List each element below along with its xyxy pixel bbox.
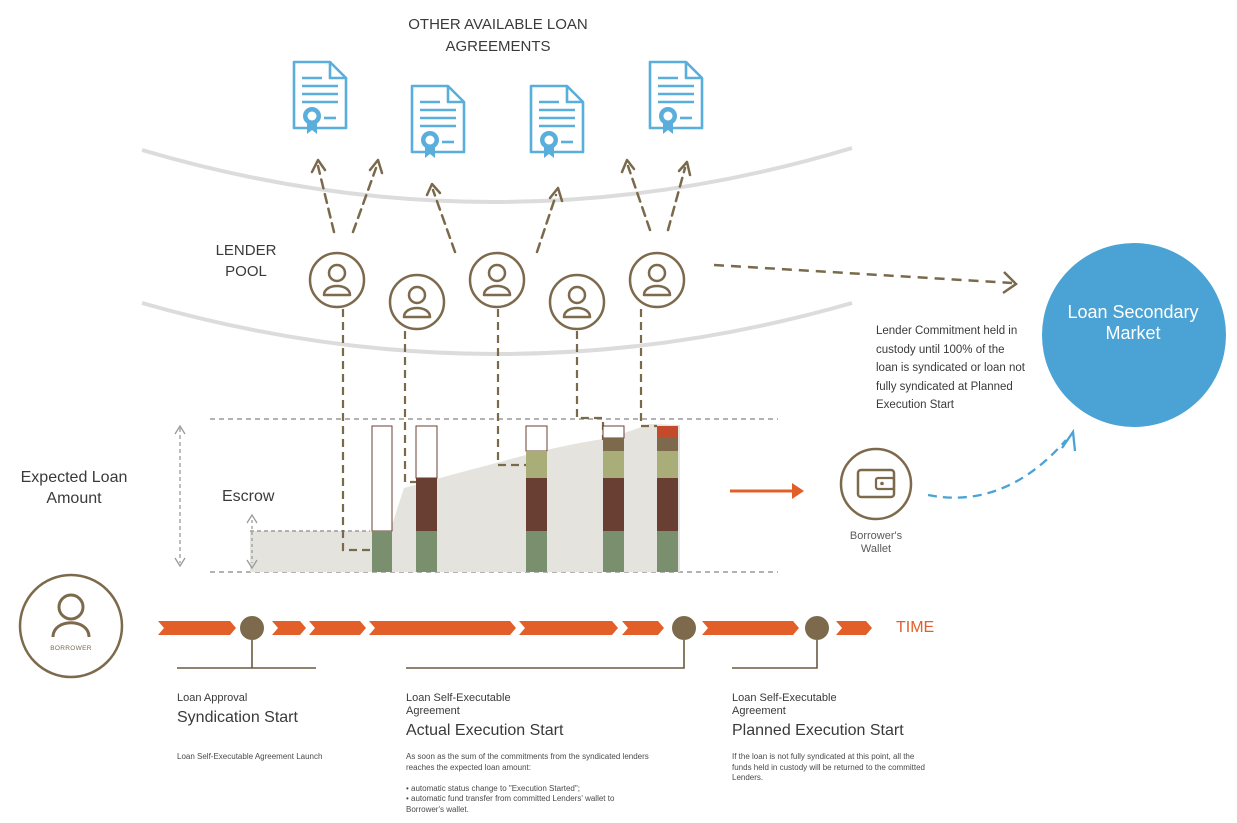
- commitment-bar-3: [525, 425, 548, 572]
- loan-agreement-doc-icon-1[interactable]: [292, 60, 348, 136]
- arrowheads-up: [310, 158, 692, 203]
- timeline-arrows: [158, 621, 872, 635]
- milestone-2-bullet-2: • automatic fund transfer from committed…: [406, 794, 615, 814]
- milestone-1-title: Syndication Start: [177, 709, 298, 726]
- escrow-range-arrow: [246, 513, 258, 570]
- milestone-dot-syndication[interactable]: [240, 616, 264, 640]
- milestone-brackets: [177, 640, 818, 669]
- time-label: TIME: [896, 619, 935, 636]
- transfer-arrowhead: [792, 483, 804, 499]
- expected-loan-amount-label: Expected Loan Amount: [20, 469, 128, 507]
- secondary-market-circle[interactable]: [1042, 243, 1226, 427]
- escrow-area: [250, 424, 680, 572]
- milestone-3-title: Planned Execution Start: [732, 722, 904, 739]
- wallet-icon[interactable]: [839, 447, 913, 521]
- milestone-dot-planned-execution[interactable]: [805, 616, 829, 640]
- loan-agreement-doc-icon-4[interactable]: [648, 60, 704, 136]
- wallet-to-market-arrow: [927, 439, 1067, 499]
- commitment-bar-1: [371, 425, 393, 572]
- custody-note: Lender Commitment held in custody until …: [876, 325, 1025, 411]
- lender-avatar-icon-1[interactable]: [308, 251, 366, 309]
- secondary-market-label: Loan Secondary Market: [1067, 302, 1199, 343]
- escrow-label: Escrow: [222, 488, 275, 505]
- milestone-3-kicker: Loan Self-Executable Agreement: [732, 692, 837, 717]
- lender-to-bar-connectors: [341, 309, 657, 552]
- pool-top-curve: [141, 146, 853, 204]
- lender-pool-label: LENDER POOL: [215, 242, 277, 280]
- expected-amount-range-arrow: [174, 424, 186, 568]
- commitment-bar-4: [602, 425, 625, 572]
- market-arrowhead: [1002, 271, 1018, 295]
- milestone-2-title: Actual Execution Start: [406, 722, 564, 739]
- borrower-icon[interactable]: [18, 573, 124, 679]
- milestone-3-description: If the loan is not fully syndicated at t…: [732, 752, 925, 782]
- loan-agreement-doc-icon-3[interactable]: [529, 84, 585, 160]
- lender-avatar-icon-3[interactable]: [468, 251, 526, 309]
- milestone-2-bullet-1: • automatic status change to "Execution …: [406, 784, 580, 793]
- commitment-bar-2: [415, 425, 438, 572]
- loan-agreement-doc-icon-2[interactable]: [410, 84, 466, 160]
- borrower-label: BORROWER: [50, 645, 92, 652]
- milestone-2-description: As soon as the sum of the commitments fr…: [406, 752, 649, 772]
- milestone-2-kicker: Loan Self-Executable Agreement: [406, 692, 511, 717]
- milestone-dot-actual-execution[interactable]: [672, 616, 696, 640]
- wallet-to-market-arrowhead: [1061, 428, 1077, 452]
- lender-to-agreement-arrows: [316, 164, 687, 254]
- lender-avatar-icon-2[interactable]: [388, 273, 446, 331]
- lender-avatar-icon-4[interactable]: [548, 273, 606, 331]
- milestone-1-description: Loan Self-Executable Agreement Launch: [177, 752, 323, 761]
- market-arrow-line: [713, 263, 1013, 285]
- borrower-wallet-label: Borrower's Wallet: [849, 530, 903, 555]
- milestone-1-kicker: Loan Approval: [177, 692, 248, 704]
- lender-avatar-icon-5[interactable]: [628, 251, 686, 309]
- other-agreements-title: OTHER AVAILABLE LOAN AGREEMENTS: [408, 16, 588, 55]
- commitment-bar-5: [657, 426, 678, 572]
